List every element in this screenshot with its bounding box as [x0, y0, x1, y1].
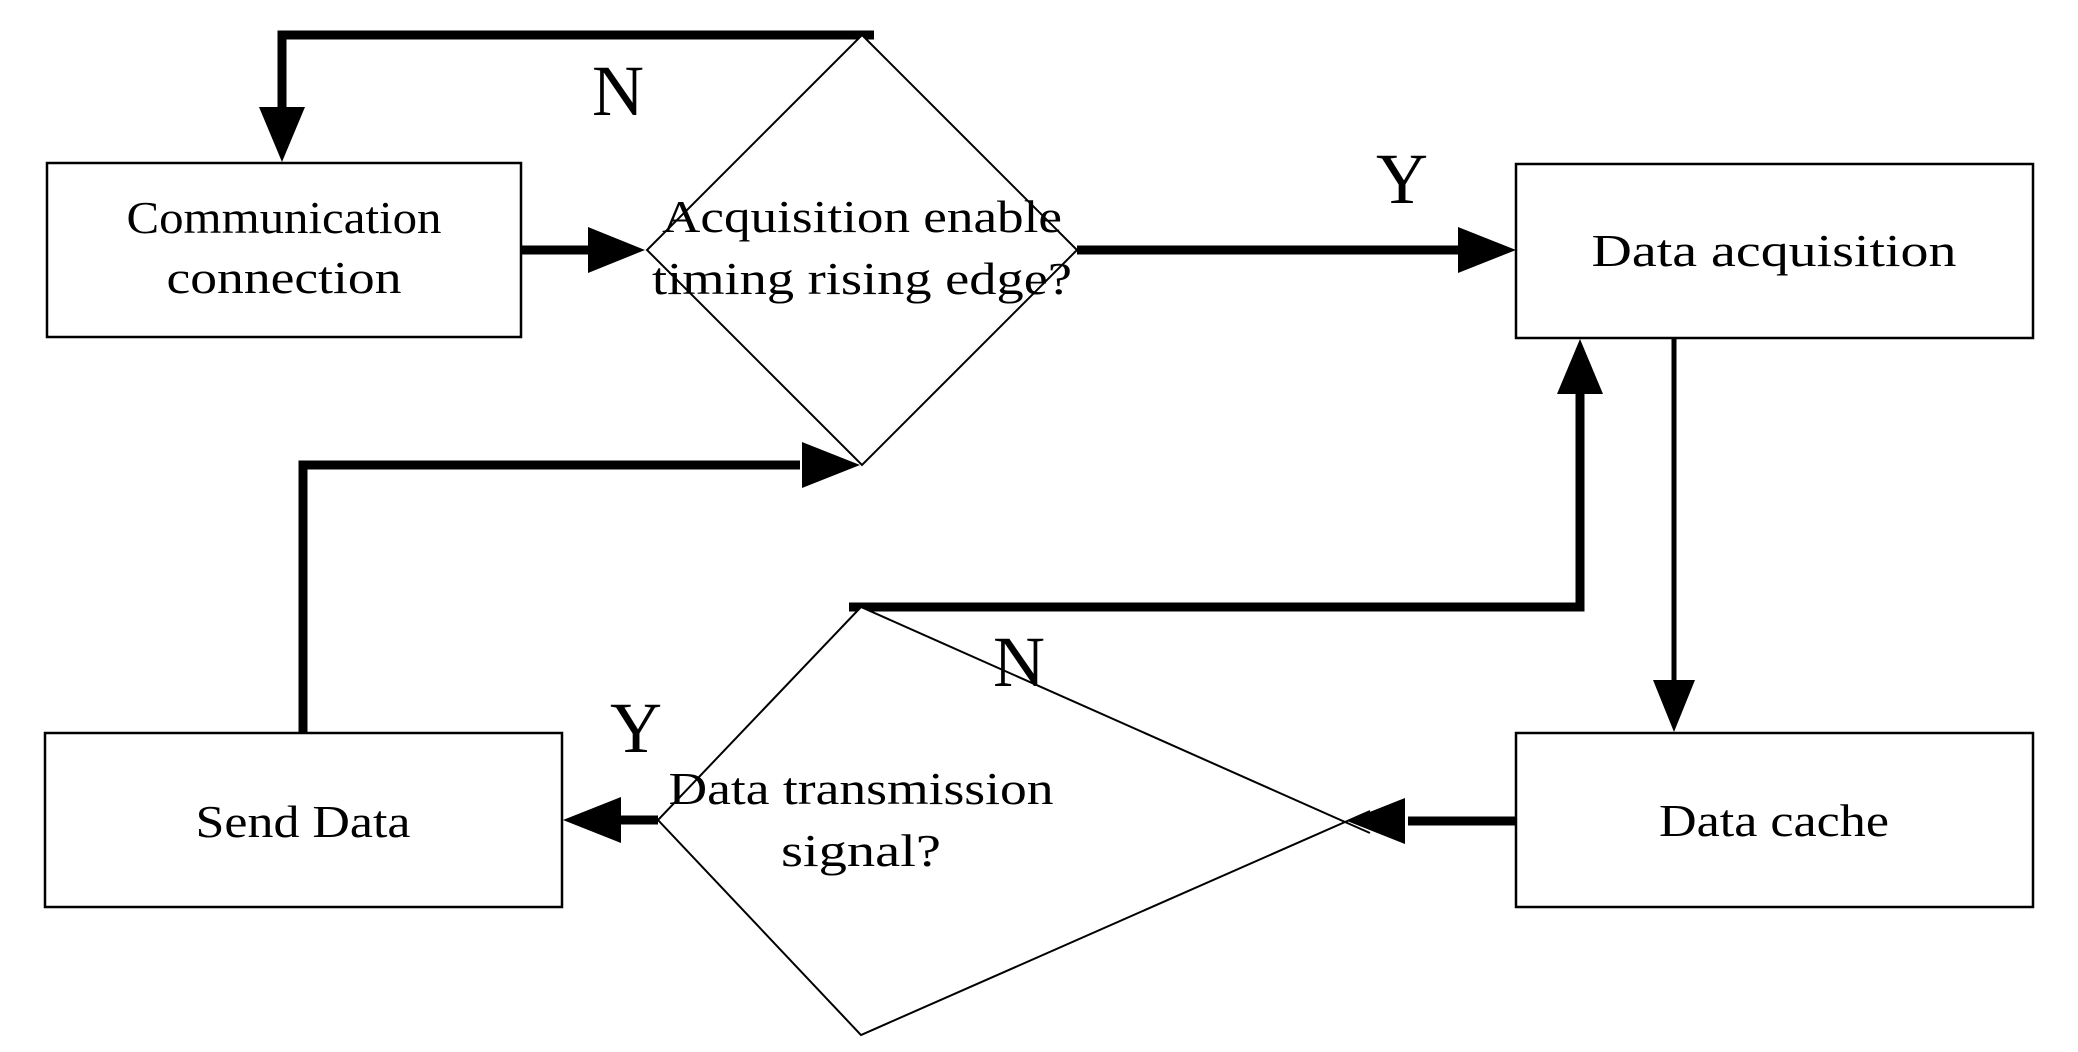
node-send-data-label: Send Data: [196, 796, 411, 847]
node-data-acquisition-label: Data acquisition: [1592, 225, 1957, 276]
node-acquisition-enable-label-line2: timing rising edge?: [652, 253, 1072, 304]
branch-label-n-data-transmission: N: [993, 622, 1045, 702]
diamond-edge-overshoot: [1344, 810, 1371, 823]
node-send-data: [43, 731, 564, 909]
node-communication-connection-label-line1: Communication: [127, 192, 442, 243]
arrow-right-icon: [802, 442, 860, 488]
node-communication-connection: [45, 161, 523, 339]
diamond-edge-overshoot: [1344, 821, 1371, 834]
node-data-cache: [1514, 731, 2035, 909]
edge-transmission-n-loop-line: [849, 392, 1585, 612]
node-data-transmission-label-line1: Data transmission: [669, 763, 1054, 814]
branch-label-n-acquisition-enable: N: [592, 51, 644, 131]
arrow-right-icon: [1458, 227, 1516, 273]
arrow-down-icon: [1653, 680, 1695, 732]
node-data-acquisition: [1514, 162, 2035, 340]
node-data-cache-label: Data cache: [1659, 795, 1889, 846]
arrow-right-icon: [588, 227, 645, 273]
branch-label-y-acquisition-enable: Y: [1376, 139, 1428, 219]
edge-send-data-loop-line: [298, 460, 800, 732]
arrow-up-icon: [1557, 339, 1603, 394]
arrow-left-icon: [563, 797, 621, 843]
node-acquisition-enable-label-line1: Acquisition enable: [662, 191, 1062, 242]
arrow-down-icon: [259, 107, 305, 162]
branch-label-y-data-transmission: Y: [610, 688, 662, 768]
node-communication-connection-label-line2: connection: [167, 252, 402, 303]
node-data-transmission-label-line2: signal?: [781, 825, 941, 876]
node-data-transmission-decision: [656, 605, 1348, 1037]
node-acquisition-enable-decision: [645, 33, 1079, 467]
edge-acq-enable-n-loop-line: [277, 30, 874, 112]
arrow-left-icon: [1347, 798, 1405, 844]
